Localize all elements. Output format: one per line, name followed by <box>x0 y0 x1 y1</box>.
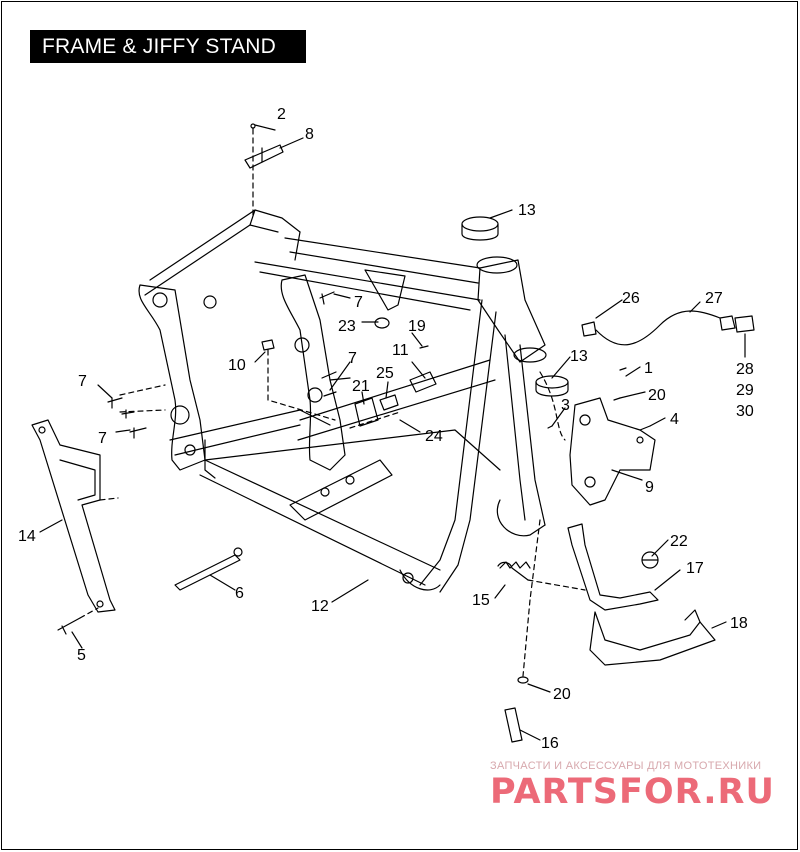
callout-7d: 7 <box>98 430 107 447</box>
spring-15 <box>497 561 586 591</box>
part-14-bracket <box>31 419 119 613</box>
callout-20b: 20 <box>553 686 571 703</box>
callout-20: 20 <box>648 387 666 404</box>
callout-18: 18 <box>730 615 748 632</box>
callout-30: 30 <box>736 403 754 420</box>
part-9-mount <box>547 367 656 506</box>
callout-16: 16 <box>541 735 559 752</box>
callout-19: 19 <box>408 318 426 335</box>
watermark-brand: PARTSFOR.RU <box>490 772 775 812</box>
callout-15: 15 <box>472 592 490 609</box>
callout-5: 5 <box>77 647 86 664</box>
main-frame <box>119 209 566 593</box>
callout-2: 2 <box>277 106 286 123</box>
callout-7c: 7 <box>78 373 87 390</box>
bolt-5 <box>57 607 99 635</box>
parts-2-8 <box>244 123 284 219</box>
callout-7b: 7 <box>348 350 357 367</box>
callout-25: 25 <box>376 365 394 382</box>
jiffy-stand <box>567 523 716 666</box>
leader-lines <box>39 124 746 741</box>
callout-13: 13 <box>518 202 536 219</box>
callout-29: 29 <box>736 382 754 399</box>
cable-27 <box>581 310 755 346</box>
callout-4: 4 <box>670 411 679 428</box>
callout-27: 27 <box>705 290 723 307</box>
callout-numbers: 2 8 13 7 23 19 11 26 27 28 29 30 10 7 25… <box>18 106 754 752</box>
callout-24: 24 <box>425 428 443 445</box>
callout-17: 17 <box>686 560 704 577</box>
callout-6: 6 <box>235 585 244 602</box>
callout-26: 26 <box>622 290 640 307</box>
callout-9: 9 <box>645 479 654 496</box>
callout-13b: 13 <box>570 348 588 365</box>
diagram-title: FRAME & JIFFY STAND <box>30 30 306 63</box>
bearing-races-13 <box>461 216 569 397</box>
switch-parts <box>261 317 437 429</box>
callout-1: 1 <box>644 360 653 377</box>
callout-12: 12 <box>311 598 329 615</box>
callout-8: 8 <box>305 126 314 143</box>
callout-28: 28 <box>736 361 754 378</box>
callout-23: 23 <box>338 318 356 335</box>
callout-3: 3 <box>561 397 570 414</box>
callout-10: 10 <box>228 357 246 374</box>
callout-14: 14 <box>18 528 36 545</box>
watermark-tagline: ЗАПЧАСТИ И АКСЕССУАРЫ ДЛЯ МОТОТЕХНИКИ <box>490 760 761 772</box>
callout-22: 22 <box>670 533 688 550</box>
pivot-pin-16 <box>504 519 541 743</box>
bolts-7 <box>107 291 337 439</box>
callout-7: 7 <box>354 294 363 311</box>
callout-21: 21 <box>352 378 370 395</box>
callout-11: 11 <box>392 342 409 359</box>
watermark: ЗАПЧАСТИ И АКСЕССУАРЫ ДЛЯ МОТОТЕХНИКИ PA… <box>490 760 775 812</box>
cable-strap-6 <box>174 547 243 591</box>
